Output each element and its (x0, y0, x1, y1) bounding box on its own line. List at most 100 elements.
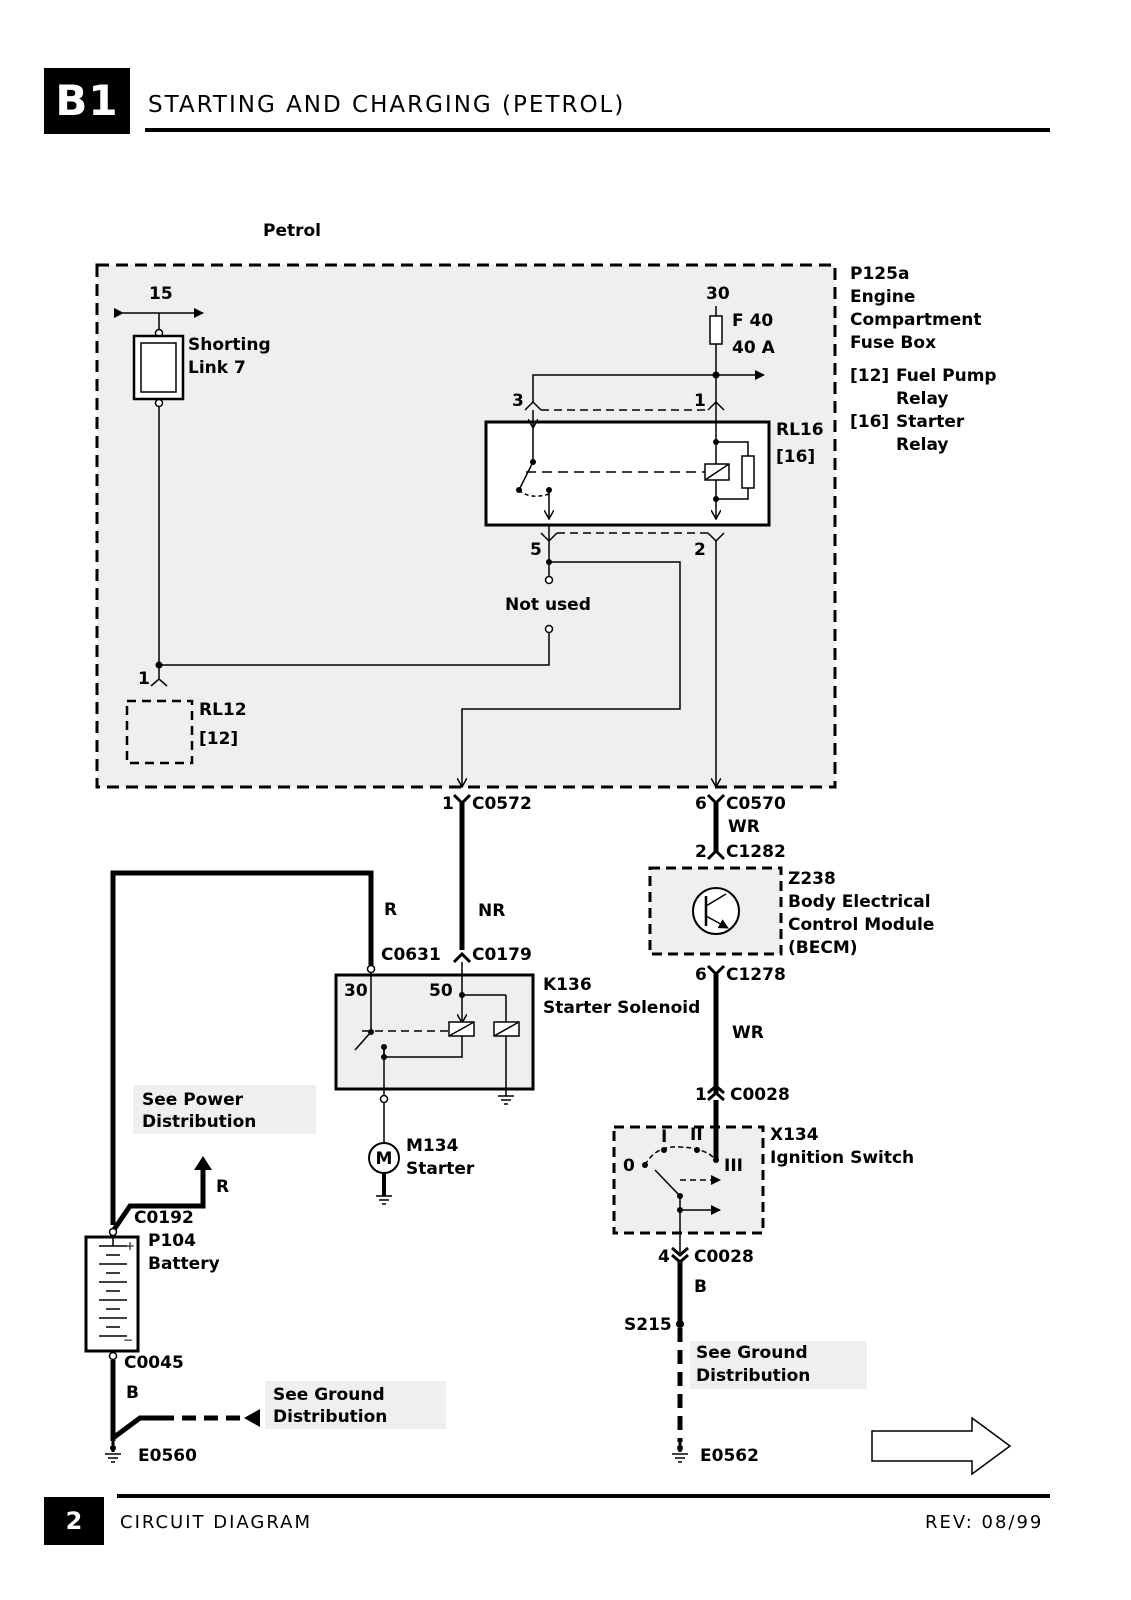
starter-code: M134 (406, 1136, 459, 1156)
c0572-symbol (452, 793, 472, 806)
battery-code: P104 (148, 1231, 196, 1251)
ground-ref-box-left (265, 1381, 446, 1429)
starter-motor-letter: M (376, 1149, 393, 1169)
ground-ref-right-line-2: Distribution (696, 1366, 810, 1386)
wire-color-r-power: R (216, 1177, 229, 1197)
solenoid-terminal-50: 50 (429, 981, 453, 1001)
wire-r-battery-feed (110, 870, 374, 1225)
c0631-code: C0631 (381, 945, 441, 965)
battery-minus: − (123, 1333, 133, 1347)
coil-diagonal (493, 1021, 520, 1037)
page-number: 2 (44, 1497, 104, 1545)
transistor-emitter (705, 915, 729, 929)
becm-transistor-symbol (692, 887, 740, 935)
coil-diagonal (448, 1021, 475, 1037)
page-title: STARTING AND CHARGING (PETROL) (148, 92, 626, 118)
c0179-symbol (452, 951, 472, 964)
c1278-pin: 6 (695, 965, 707, 985)
wire-r-power (110, 1165, 206, 1233)
c0570-code: C0570 (726, 794, 786, 814)
c1282-code: C1282 (726, 842, 786, 862)
ground-e0562-dot (677, 1445, 683, 1451)
c0192-terminal (108, 1227, 118, 1237)
battery-plus: + (125, 1239, 135, 1253)
solenoid-output-terminal (379, 1094, 389, 1104)
ignition-pos-0: 0 (623, 1156, 635, 1176)
ground-ref-left-line-1: See Ground (273, 1385, 385, 1405)
shorting-link-label-2: Link 7 (188, 358, 246, 378)
fuse-box-code: P125a (850, 264, 909, 284)
footer-rule (117, 1494, 1050, 1498)
ground-e0562-symbol (672, 1453, 688, 1463)
ground-ref-right-line-1: See Ground (696, 1343, 808, 1363)
junction-dot (713, 439, 719, 445)
becm-name-2: Control Module (788, 915, 934, 935)
wire-color-b-battery: B (126, 1383, 139, 1403)
rl12-code: RL12 (199, 700, 247, 720)
shorting-link-element (140, 342, 177, 393)
wire-color-wr-top: WR (728, 817, 760, 837)
ignition-switch-blade (654, 1169, 681, 1197)
shorting-link-to-notused-wire (158, 407, 550, 666)
wire-color-wr-mid: WR (732, 1023, 764, 1043)
rl16-ref: [16] (776, 447, 815, 467)
ignition-travel-arc (644, 1146, 717, 1166)
starter-name: Starter (406, 1159, 475, 1179)
rl16-pin-2: 2 (694, 540, 706, 560)
wire-b-ground-link (111, 1415, 160, 1441)
rl16-coil-diagonal (704, 463, 730, 481)
fuse-box-name-3: Fuse Box (850, 333, 936, 353)
rl16-switch-travel (518, 489, 550, 497)
section-badge: B1 (44, 68, 130, 134)
solenoid-name: Starter Solenoid (543, 998, 700, 1018)
solenoid-terminal-30: 30 (344, 981, 368, 1001)
solenoid-switch-blade (354, 1031, 372, 1051)
battery-body (84, 1235, 140, 1353)
becm-name-1: Body Electrical (788, 892, 931, 912)
solenoid-code: K136 (543, 975, 592, 995)
legend-12-line-2: Relay (896, 389, 948, 409)
battery-name: Battery (148, 1254, 220, 1274)
c0028-top-pin: 1 (695, 1085, 707, 1105)
ground-e0560-symbol (105, 1453, 121, 1463)
c0179-code: C0179 (472, 945, 532, 965)
title-rule (145, 128, 1050, 132)
wire-color-nr: NR (478, 901, 505, 921)
variant-label: Petrol (263, 221, 321, 241)
c0570-pin: 6 (695, 794, 707, 814)
ignition-switch-name: Ignition Switch (770, 1148, 914, 1168)
ground-e0560-dot (110, 1445, 116, 1451)
c1282-symbol (706, 848, 726, 861)
c0631-terminal (366, 964, 376, 974)
c0028-top-symbol (707, 1084, 725, 1102)
solenoid-ground-symbol (498, 1095, 514, 1105)
power-ref-line-2: Distribution (142, 1112, 256, 1132)
splice-s215 (676, 1320, 684, 1328)
ground-e0560-label: E0560 (138, 1446, 197, 1466)
ignition-switch-box (612, 1125, 765, 1235)
relay-pin3-feed (532, 374, 716, 402)
rl16-pin-1: 1 (694, 391, 706, 411)
becm-name-3: (BECM) (788, 938, 858, 958)
power-ref-line-1: See Power (142, 1090, 244, 1110)
c1278-code: C1278 (726, 965, 786, 985)
rl16-pin-3: 3 (512, 391, 524, 411)
power-ref-box (133, 1085, 316, 1134)
junction-dot (459, 992, 465, 998)
shorting-link-label-1: Shorting (188, 335, 271, 355)
c1282-pin: 2 (695, 842, 707, 862)
starter-relay-output-wire (462, 561, 681, 786)
c0572-code: C0572 (472, 794, 532, 814)
footer-revision: REV: 08/99 (925, 1512, 1044, 1533)
splice-label: S215 (624, 1315, 672, 1335)
c0028-bottom-code: C0028 (694, 1247, 754, 1267)
power-arrow (194, 1156, 212, 1170)
c0028-top-code: C0028 (730, 1085, 790, 1105)
next-page-arrow-icon[interactable] (871, 1416, 1012, 1476)
feed-15-label: 15 (149, 284, 173, 304)
legend-12-line-1: Fuel Pump (896, 366, 997, 386)
fuse-box-label: P125a Engine Compartment Fuse Box [12] F… (850, 264, 997, 455)
ignition-pos-iii: III (724, 1156, 743, 1176)
